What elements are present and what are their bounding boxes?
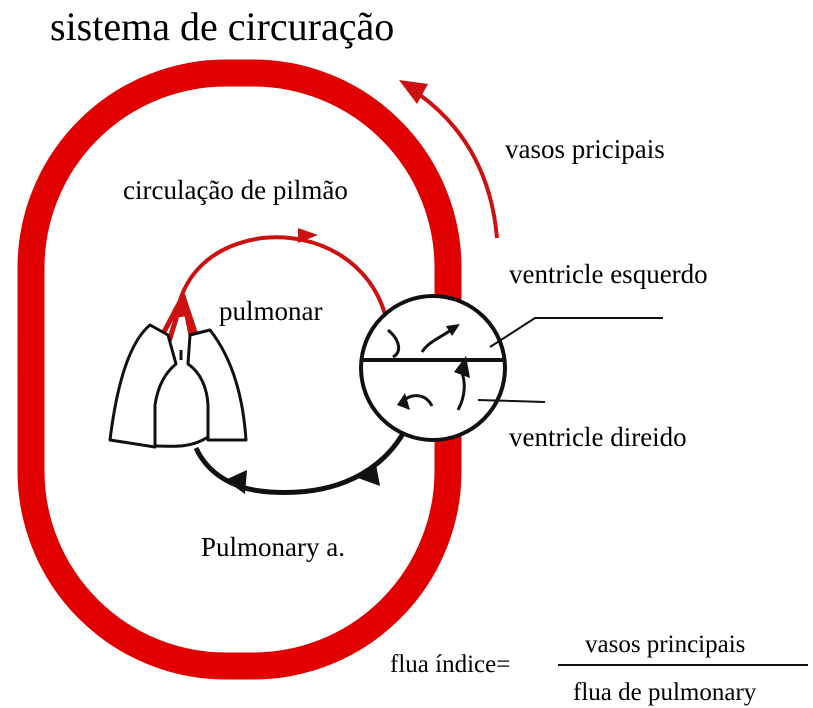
pulmonar-label: pulmonar: [219, 296, 322, 326]
main-vessels-label: vasos pricipais: [505, 134, 665, 164]
flow-index-formula: flua índice= vasos principais flua de pu…: [390, 631, 808, 706]
right-ventricle-label: ventricle direido: [509, 422, 687, 452]
pulmonary-artery-arrowhead-icon: [225, 470, 247, 494]
page-title: sistema de circuração: [50, 4, 394, 49]
formula-denominator: flua de pulmonary: [573, 679, 757, 706]
formula-numerator: vasos principais: [585, 631, 745, 658]
left-ventricle-label: ventricle esquerdo: [509, 259, 708, 289]
formula-lhs: flua índice=: [390, 651, 510, 678]
heart-icon: [361, 296, 505, 440]
lungs-icon: [110, 325, 246, 447]
left-ventricle-leader: [490, 318, 663, 347]
pulmonary-circulation-label: circulação de pilmão: [123, 175, 348, 205]
pulmonary-artery-label: Pulmonary a.: [201, 532, 345, 562]
main-vessels-arrowhead-icon: [399, 80, 428, 104]
